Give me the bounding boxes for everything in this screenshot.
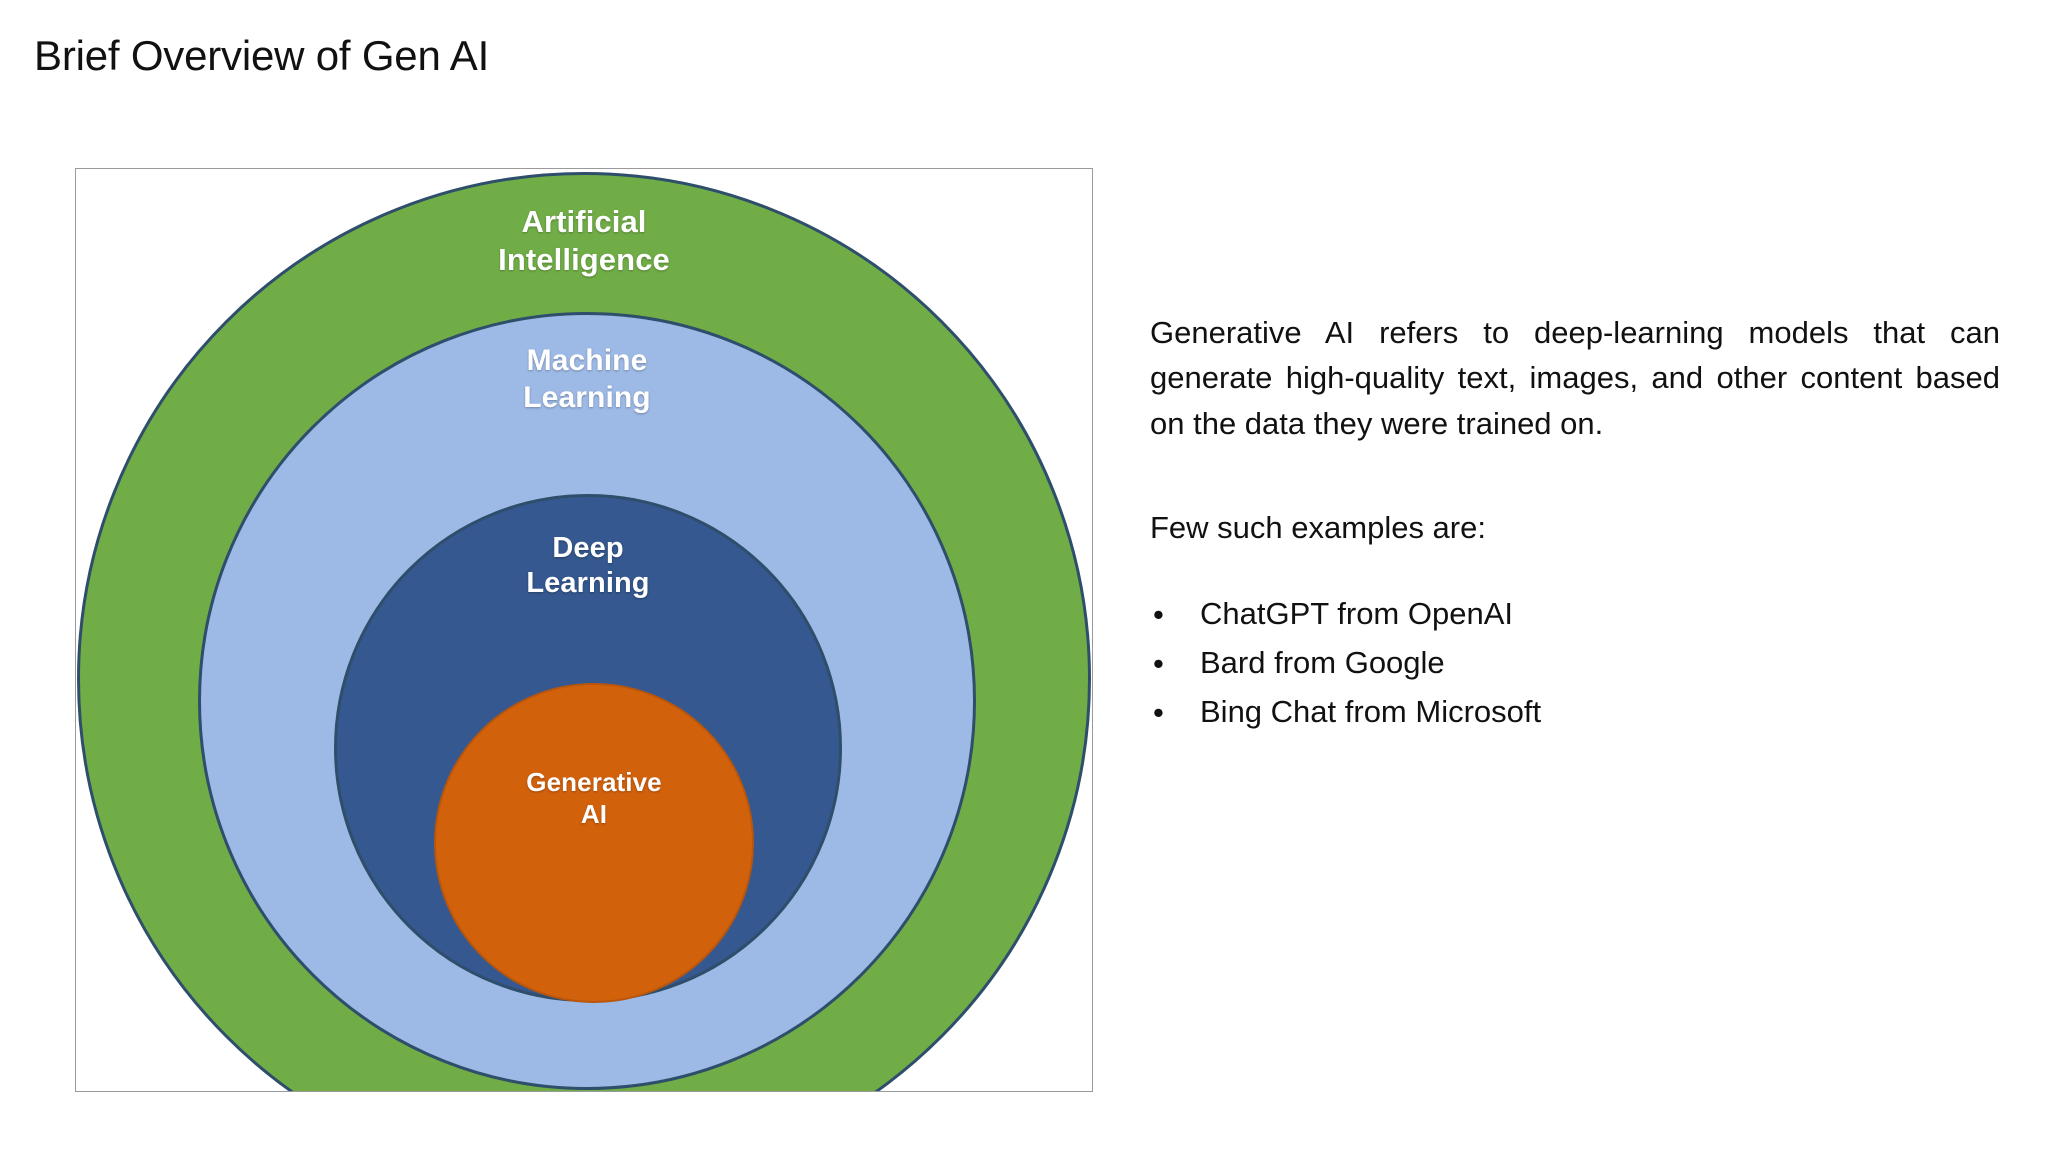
examples-lead-text: Few such examples are: [1150,509,1486,545]
list-item-label: Bard from Google [1200,644,1445,680]
ring-label-line2: Intelligence [498,241,670,277]
concentric-venn-diagram: Artificial Intelligence Machine Learning… [76,169,1092,1091]
ring-label-generative-ai: Generative AI [436,767,752,830]
list-item: • ChatGPT from OpenAI [1150,596,2000,632]
bullet-icon: • [1153,596,1164,632]
ring-label-line1: Generative [526,767,662,797]
body-text-column: Generative AI refers to deep-learning mo… [1150,310,2000,743]
ring-label-line1: Artificial [521,204,647,239]
list-item: • Bard from Google [1150,645,2000,681]
list-item: • Bing Chat from Microsoft [1150,694,2000,730]
bullet-icon: • [1153,645,1164,681]
list-item-label: Bing Chat from Microsoft [1200,693,1542,729]
ring-label-line2: Learning [526,567,650,600]
ring-label-line2: AI [580,798,608,829]
intro-paragraph: Generative AI refers to deep-learning mo… [1150,315,2000,441]
ring-label-artificial-intelligence: Artificial Intelligence [80,203,1088,279]
list-item-label: ChatGPT from OpenAI [1200,596,1513,631]
bullet-icon: • [1153,694,1164,730]
diagram-image-frame: Artificial Intelligence Machine Learning… [75,168,1093,1092]
examples-bullet-list: • ChatGPT from OpenAI • Bard from Google… [1150,550,2000,730]
ring-generative-ai: Generative AI [434,683,754,1003]
page-title: Brief Overview of Gen AI [34,32,490,79]
